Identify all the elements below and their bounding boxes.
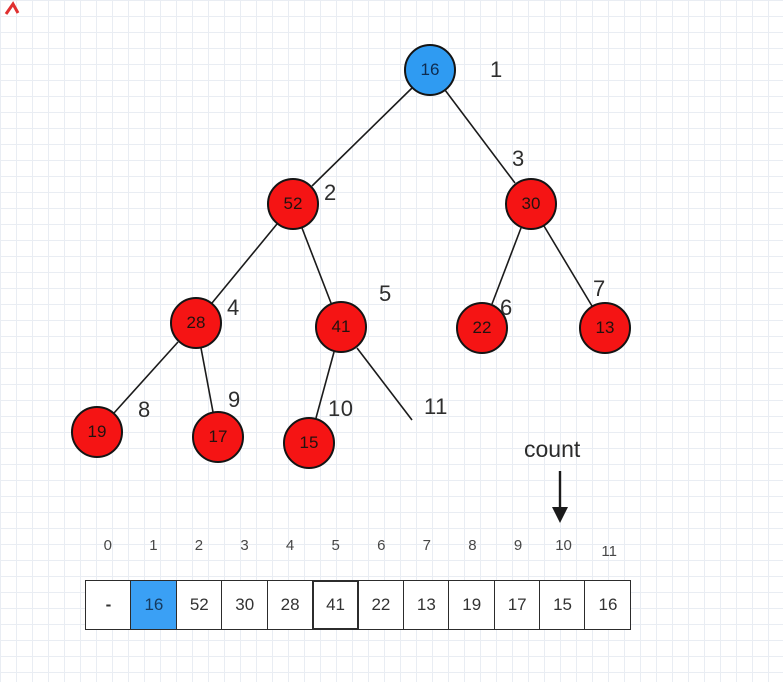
- array-cell-10: 15: [539, 580, 587, 630]
- tree-node-10: 15: [283, 417, 335, 469]
- array-cell-1: 16: [130, 580, 178, 630]
- node-order-label-6: 6: [500, 295, 513, 320]
- node-value: 17: [208, 427, 228, 446]
- tree-edge-3-7: [543, 225, 593, 307]
- tree-edge-5-11: [356, 347, 413, 421]
- array-cell-2: 52: [175, 580, 223, 630]
- array-index-7: 7: [422, 537, 431, 554]
- tree-node-6: 22: [456, 302, 508, 354]
- node-order-label-3: 3: [512, 146, 525, 171]
- array-cell-8: 19: [448, 580, 496, 630]
- node-order-label-5: 5: [379, 281, 392, 306]
- array-index-9: 9: [513, 537, 523, 554]
- array-index-row: 0 1 2 3 4 5 6 7 8 9 10 11: [85, 537, 632, 560]
- array-index-10: 10: [555, 537, 572, 554]
- array-index-8: 8: [468, 537, 477, 554]
- tree-edge-4-9: [200, 347, 214, 413]
- array-cell-3: 30: [221, 580, 269, 630]
- red-mark: [4, 1, 20, 15]
- array-cell-11: 16: [584, 580, 632, 630]
- node-value: 22: [472, 318, 492, 337]
- node-value: 16: [420, 60, 440, 79]
- count-label: count: [524, 436, 581, 462]
- node-order-label-2: 2: [324, 180, 337, 205]
- node-order-label-9: 9: [228, 387, 241, 412]
- node-order-label-11-empty: 11: [424, 394, 448, 419]
- tree-edge-2-5: [301, 227, 332, 304]
- array-cell-9: 17: [493, 580, 541, 630]
- array-cell-7: 13: [402, 580, 450, 630]
- tree-node-8: 19: [71, 406, 123, 458]
- tree-node-1: 16: [404, 44, 456, 96]
- tree-node-9: 17: [192, 411, 244, 463]
- tree-node-4: 28: [170, 297, 222, 349]
- node-order-label-8: 8: [138, 397, 151, 422]
- tree-edge-5-10: [315, 351, 335, 419]
- array-index-11: 11: [601, 543, 617, 560]
- tree-edge-3-6: [491, 227, 522, 305]
- array-index-0: 0: [103, 537, 112, 554]
- array-index-5: 5: [331, 537, 340, 554]
- tree-edge-1-2: [311, 87, 413, 187]
- tree-edge-1-3: [444, 89, 516, 184]
- node-value: 30: [521, 194, 541, 213]
- array-index-3: 3: [240, 537, 249, 554]
- array-cell-4: 28: [266, 580, 314, 630]
- tree-edge-4-8: [113, 341, 179, 414]
- tree-edge-2-4: [211, 223, 278, 304]
- array-index-2: 2: [194, 537, 204, 554]
- node-order-label-10: 10: [328, 396, 354, 421]
- array-cell-0: -: [85, 580, 132, 630]
- count-arrow-icon: [552, 471, 568, 523]
- tree-node-5: 41: [315, 301, 367, 353]
- node-order-label-1: 1: [490, 57, 503, 82]
- tree-node-7: 13: [579, 302, 631, 354]
- array-cell-6: 22: [357, 580, 405, 630]
- node-order-label-7: 7: [593, 276, 606, 301]
- node-value: 28: [186, 313, 206, 332]
- node-order-label-4: 4: [227, 295, 240, 320]
- node-value: 19: [87, 422, 107, 441]
- node-value: 13: [595, 318, 615, 337]
- node-value: 41: [331, 317, 351, 336]
- tree-node-2: 52: [267, 178, 319, 230]
- array-index-1: 1: [149, 537, 158, 554]
- array-index-4: 4: [285, 537, 295, 554]
- tree-node-3: 30: [505, 178, 557, 230]
- array-index-6: 6: [377, 537, 386, 554]
- node-value: 15: [299, 433, 319, 452]
- node-value: 52: [283, 194, 303, 213]
- array-cells: - 16 52 30 28 41 22 13 19 17 15 16: [85, 580, 632, 630]
- array-cell-5: 41: [312, 580, 360, 630]
